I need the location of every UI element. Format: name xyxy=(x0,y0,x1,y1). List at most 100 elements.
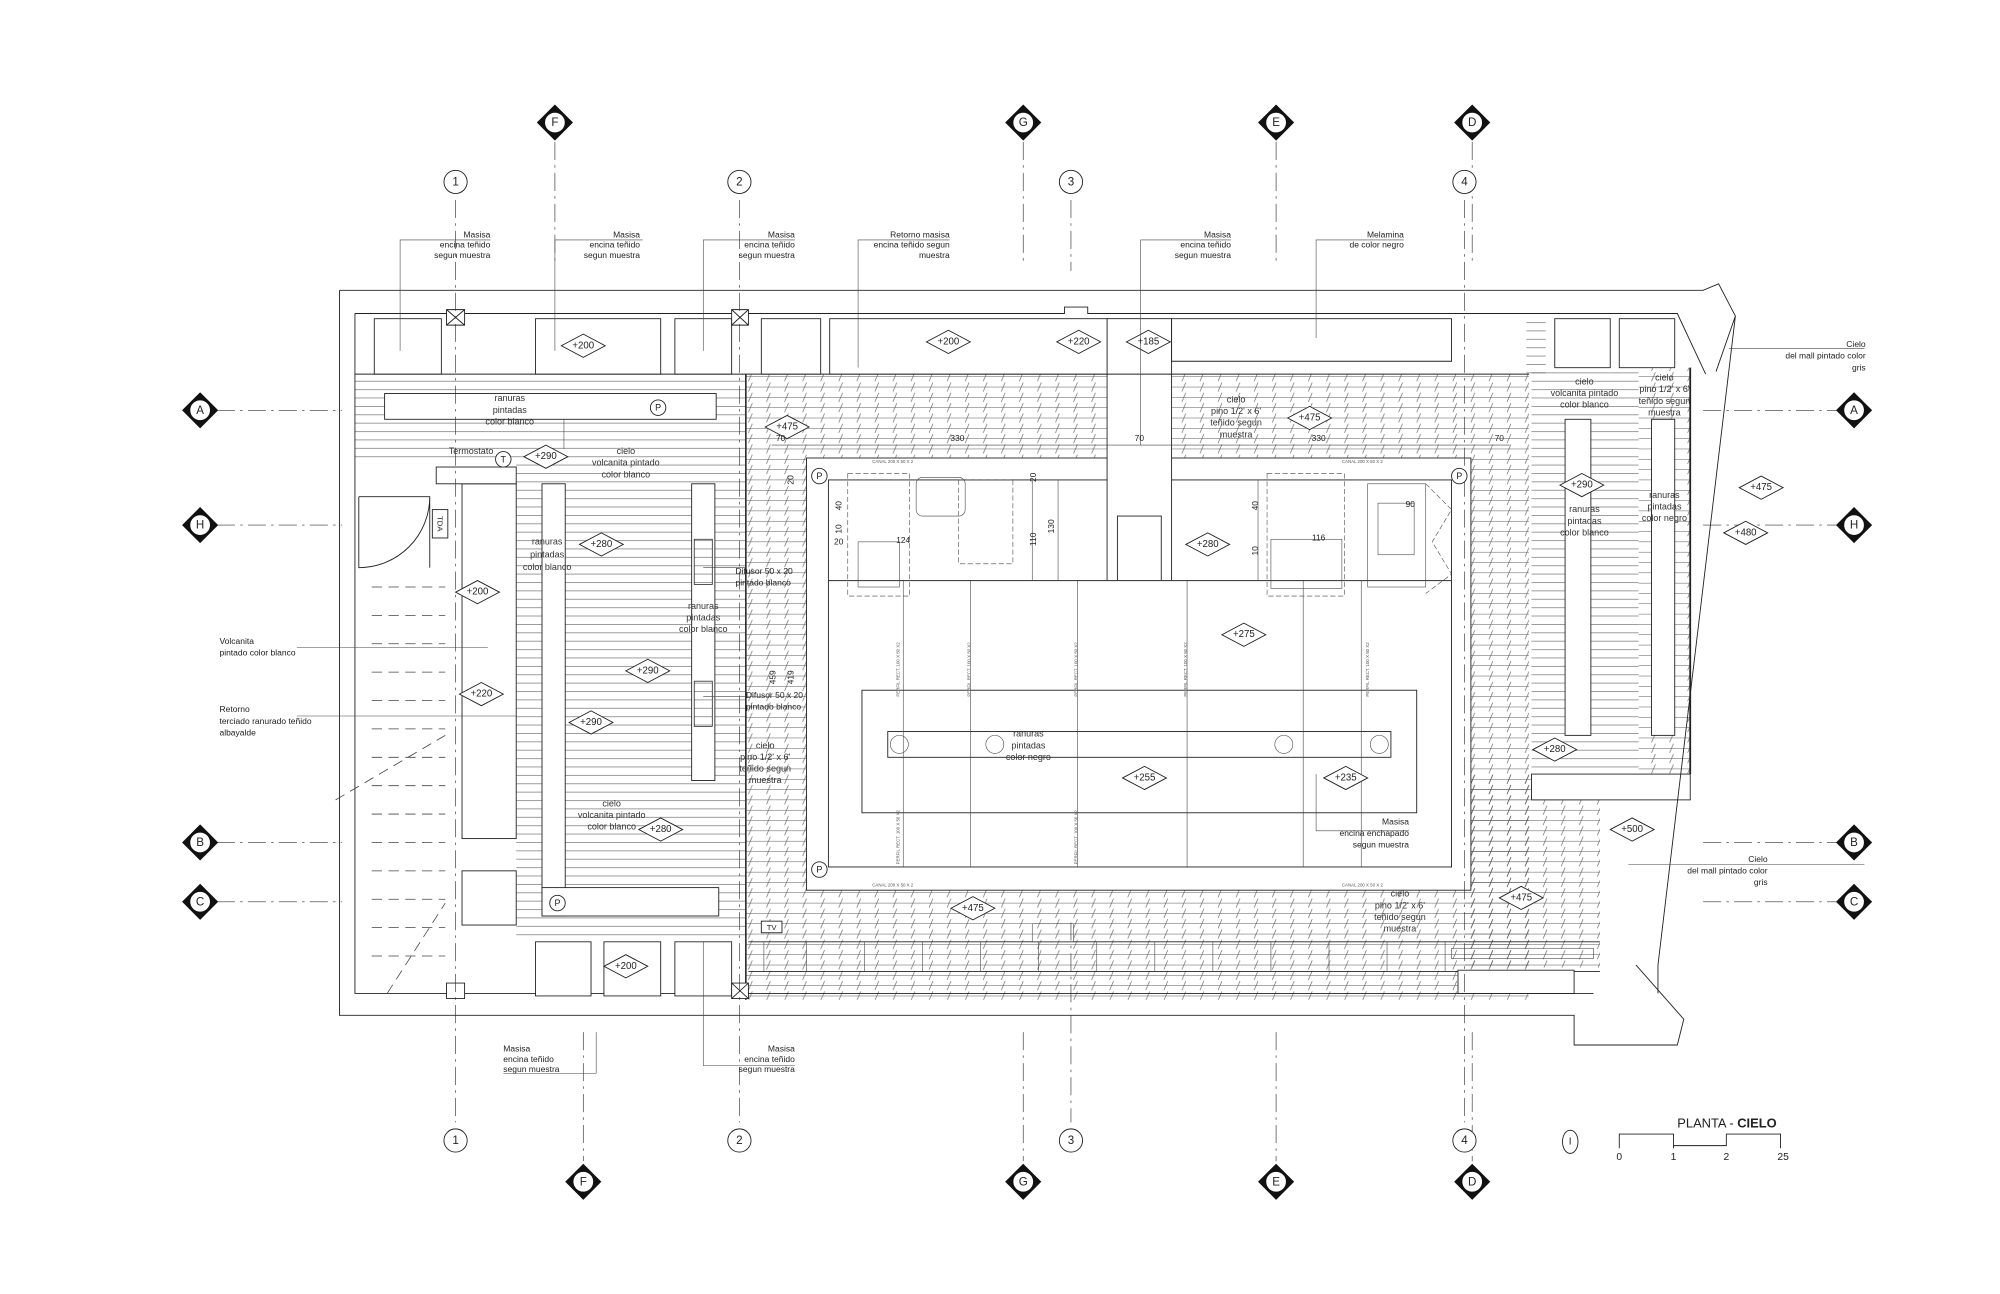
elevation-value: +280 xyxy=(650,824,672,835)
svg-text:volcanita pintado: volcanita pintado xyxy=(578,810,646,820)
svg-text:PERFIL RECT. 100 X 50 X2: PERFIL RECT. 100 X 50 X2 xyxy=(1073,642,1078,697)
elevation-diamond xyxy=(1322,765,1369,791)
elevation-value: +235 xyxy=(1335,772,1357,783)
tv-label: TV xyxy=(760,920,783,934)
svg-text:70: 70 xyxy=(776,433,786,443)
elevation-diamond xyxy=(1184,532,1231,557)
svg-text:Melamina: Melamina xyxy=(1367,229,1404,239)
elevation-tag: +280 xyxy=(1531,737,1578,762)
section-marker-d-bottom: D xyxy=(1454,1163,1491,1200)
column-marker-4: 4 xyxy=(1452,169,1477,194)
svg-text:2: 2 xyxy=(736,175,742,188)
electrical-panel-label: TDA xyxy=(431,509,449,539)
svg-text:segun muestra: segun muestra xyxy=(739,1064,795,1074)
elevation-tag: +220 xyxy=(458,681,505,707)
svg-text:P: P xyxy=(1456,471,1462,481)
row-marker-a-right: A xyxy=(1836,392,1873,429)
elevation-tag: +475 xyxy=(950,896,996,921)
svg-text:color blanco: color blanco xyxy=(679,624,728,634)
svg-text:P: P xyxy=(816,865,822,875)
svg-text:gris: gris xyxy=(1852,362,1866,372)
svg-text:C: C xyxy=(196,895,204,908)
svg-text:ranuras: ranuras xyxy=(688,601,719,611)
elevation-value: +280 xyxy=(590,539,612,550)
svg-text:4: 4 xyxy=(1461,175,1468,188)
elevation-tag: +185 xyxy=(1125,329,1172,355)
svg-text:F: F xyxy=(580,1175,587,1188)
elevation-value: +200 xyxy=(572,340,594,351)
building-outline xyxy=(335,283,1736,1046)
elevation-diamond xyxy=(925,329,972,355)
svg-text:124: 124 xyxy=(896,535,910,545)
svg-text:Retorno: Retorno xyxy=(219,704,250,714)
svg-text:muestra: muestra xyxy=(919,250,950,260)
thermostat-icon: T xyxy=(495,451,512,468)
row-markers: A H B C A H B C xyxy=(182,392,1873,920)
fixture-details xyxy=(828,473,1452,867)
svg-text:pino 1/2' x 6': pino 1/2' x 6' xyxy=(1639,384,1689,394)
elevation-diamond xyxy=(764,414,811,440)
elevation-value: +200 xyxy=(938,336,960,347)
svg-text:pino 1/2' x 6': pino 1/2' x 6' xyxy=(740,752,790,762)
elevation-tag: +475 xyxy=(1738,475,1785,500)
dimensions: 70 330 70 330 70 20 40 10 20 124 110 130… xyxy=(768,433,1510,684)
svg-text:Masisa: Masisa xyxy=(613,229,640,239)
svg-text:teñido segun: teñido segun xyxy=(739,763,791,773)
elevation-value: +220 xyxy=(470,689,492,700)
elevation-tag: +200 xyxy=(560,333,607,358)
speaker-icon: P xyxy=(811,467,828,485)
svg-text:pino 1/2' x 6': pino 1/2' x 6' xyxy=(1211,406,1261,416)
section-marker-e-bottom: E xyxy=(1258,1163,1295,1200)
svg-text:segun muestra: segun muestra xyxy=(584,250,640,260)
svg-text:Masisa: Masisa xyxy=(1382,816,1409,826)
svg-text:E: E xyxy=(1272,1175,1280,1188)
svg-text:330: 330 xyxy=(950,433,964,443)
svg-text:color blanco: color blanco xyxy=(602,469,651,479)
svg-text:Cielo: Cielo xyxy=(1748,854,1768,864)
elevation-tag: +280 xyxy=(1184,532,1231,557)
elevation-tag: +280 xyxy=(578,532,625,557)
svg-text:70: 70 xyxy=(1495,433,1505,443)
svg-text:0: 0 xyxy=(1616,1152,1622,1163)
svg-text:Termostato: Termostato xyxy=(449,446,494,456)
elevation-tag: +255 xyxy=(1121,765,1168,791)
svg-text:Masisa: Masisa xyxy=(768,229,795,239)
svg-text:muestra: muestra xyxy=(1220,429,1254,439)
symbols: Termostato T P P P P P TDA TV xyxy=(431,399,1468,934)
svg-text:cielo: cielo xyxy=(756,740,775,750)
elevation-tag: +275 xyxy=(1220,622,1267,647)
svg-text:pintadas: pintadas xyxy=(1567,516,1602,526)
elevation-tag: +280 xyxy=(637,817,684,842)
svg-text:Masisa: Masisa xyxy=(768,1043,795,1053)
ceiling-panels xyxy=(384,318,1691,926)
column-marker-3-bottom: 3 xyxy=(1058,1128,1084,1153)
speaker-icon: P xyxy=(549,894,566,912)
elevation-value: +220 xyxy=(1068,336,1090,347)
svg-text:Masisa: Masisa xyxy=(503,1043,530,1053)
svg-text:albayalde: albayalde xyxy=(219,727,256,737)
elevation-value: +475 xyxy=(962,903,984,914)
elevation-diamond xyxy=(1738,475,1785,500)
svg-text:ranuras: ranuras xyxy=(532,536,563,546)
grid-axes xyxy=(216,141,1838,1162)
svg-text:CANAL 200 X 50 X 2: CANAL 200 X 50 X 2 xyxy=(872,459,914,464)
elevation-value: +200 xyxy=(615,961,637,972)
elevation-diamond xyxy=(1558,472,1605,498)
row-marker-b-right: B xyxy=(1836,824,1873,861)
svg-text:muestra: muestra xyxy=(1648,407,1682,417)
svg-text:40: 40 xyxy=(1250,501,1260,511)
svg-text:teñido segun: teñido segun xyxy=(1374,912,1426,922)
svg-text:encina teñido: encina teñido xyxy=(440,240,491,250)
svg-text:cielo: cielo xyxy=(1391,889,1410,899)
elevation-tag: +475 xyxy=(764,414,811,440)
elevation-tag: +200 xyxy=(454,580,501,605)
